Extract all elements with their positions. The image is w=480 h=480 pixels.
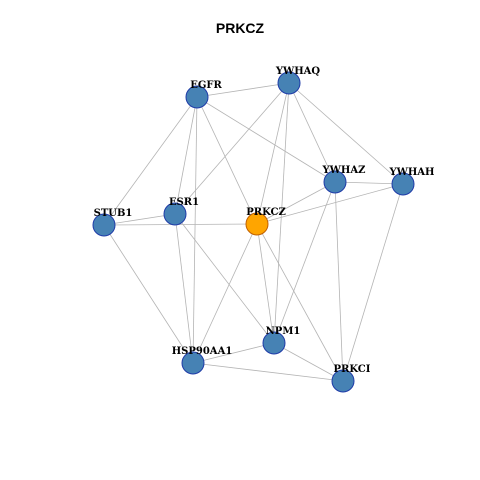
edge-ywhaz-prkci <box>334 181 344 382</box>
edge-ywhaq-ywhah <box>288 82 404 185</box>
node-prkci[interactable] <box>331 369 355 393</box>
edge-esr1-npm1 <box>174 213 275 344</box>
edge-ywhah-prkci <box>342 183 404 382</box>
edge-stub1-esr1 <box>103 213 176 226</box>
node-ywhaz[interactable] <box>323 170 347 194</box>
node-ywhah[interactable] <box>391 172 415 196</box>
node-label-prkcz: PRKCZ <box>246 207 286 218</box>
node-hsp90aa1[interactable] <box>181 351 205 375</box>
edge-npm1-hsp90aa1 <box>192 342 275 364</box>
edge-egfr-esr1 <box>174 96 198 215</box>
edge-npm1-prkci <box>273 342 344 382</box>
edge-egfr-hsp90aa1 <box>192 96 198 364</box>
edge-egfr-ywhaq <box>196 82 290 98</box>
node-label-ywhah: YWHAH <box>388 167 434 178</box>
node-layer <box>92 71 415 393</box>
edge-ywhah-prkcz <box>256 183 404 225</box>
edge-layer <box>103 82 404 382</box>
edge-egfr-prkcz <box>196 96 258 225</box>
edge-ywhaq-npm1 <box>273 82 290 344</box>
node-esr1[interactable] <box>163 202 187 226</box>
node-egfr[interactable] <box>185 85 209 109</box>
node-label-egfr: EGFR <box>190 80 222 91</box>
edge-ywhaq-ywhaz <box>288 82 336 183</box>
edge-prkcz-prkci <box>256 223 344 382</box>
edge-ywhaz-npm1 <box>273 181 336 344</box>
node-label-prkci: PRKCI <box>334 364 371 375</box>
node-npm1[interactable] <box>262 331 286 355</box>
node-label-npm1: NPM1 <box>266 326 301 337</box>
edge-egfr-stub1 <box>103 96 198 226</box>
node-label-hsp90aa1: HSP90AA1 <box>172 346 233 357</box>
node-stub1[interactable] <box>92 213 116 237</box>
edge-esr1-hsp90aa1 <box>174 213 194 364</box>
edge-prkcz-hsp90aa1 <box>192 223 258 364</box>
node-label-stub1: STUB1 <box>94 208 133 219</box>
node-label-ywhaq: YWHAQ <box>275 66 321 77</box>
node-prkcz[interactable] <box>245 212 269 236</box>
edge-egfr-ywhaz <box>196 96 336 183</box>
node-label-ywhaz: YWHAZ <box>322 165 366 176</box>
edge-stub1-hsp90aa1 <box>103 224 194 364</box>
edge-hsp90aa1-prkci <box>192 362 344 382</box>
edge-ywhaz-prkcz <box>256 181 336 225</box>
edge-stub1-prkcz <box>103 223 258 226</box>
graph-title: PRKCZ <box>215 20 265 36</box>
node-label-esr1: ESR1 <box>169 197 199 208</box>
edge-prkcz-npm1 <box>256 223 275 344</box>
edge-ywhaq-prkcz <box>256 82 290 225</box>
edge-ywhaq-esr1 <box>174 82 290 215</box>
node-ywhaq[interactable] <box>277 71 301 95</box>
